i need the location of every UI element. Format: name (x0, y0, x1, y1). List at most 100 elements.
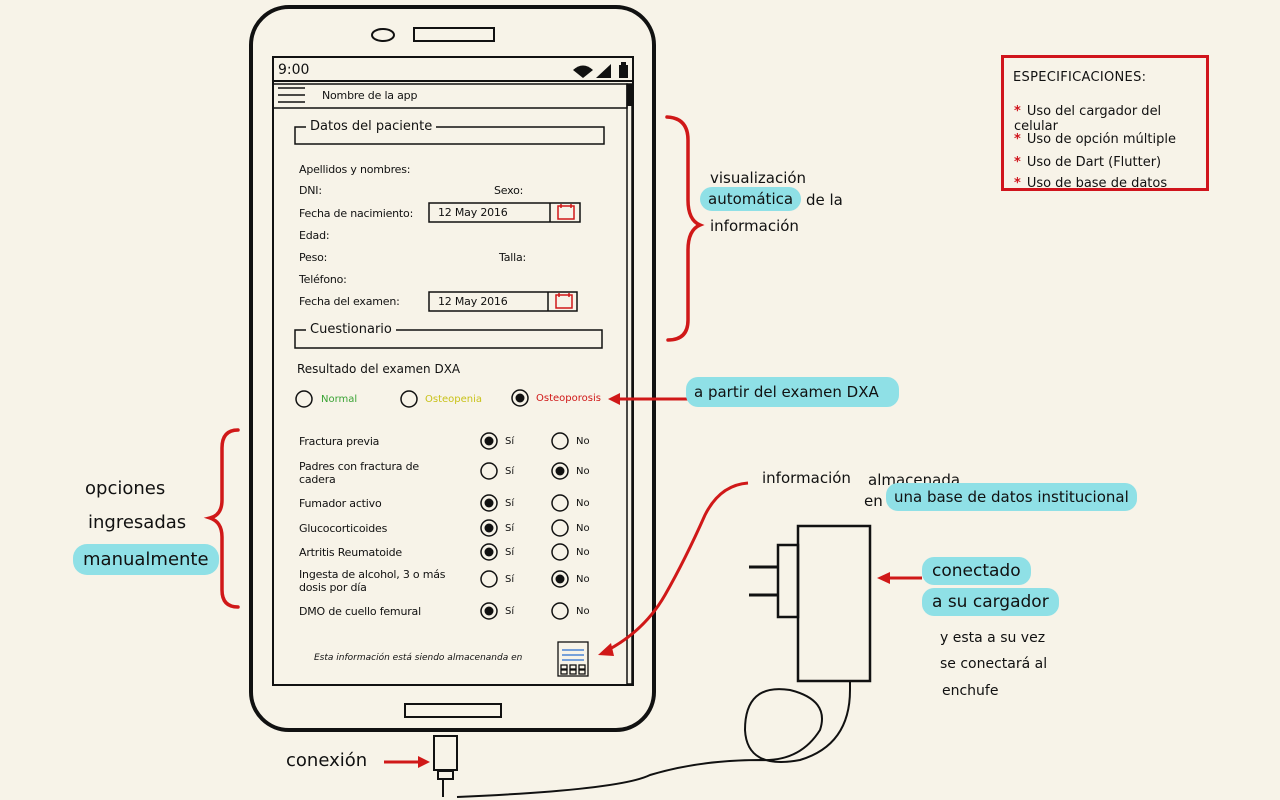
radio-selected-dot (555, 466, 565, 476)
radio-osteopenia[interactable] (400, 390, 418, 408)
note-auto-3: de la (806, 191, 843, 209)
questionnaire-section-box (294, 329, 603, 349)
radio-yes[interactable] (480, 494, 498, 512)
radio-yes[interactable] (480, 543, 498, 561)
no-label: No (576, 523, 590, 534)
phone-screen (272, 56, 634, 686)
no-label: No (576, 574, 590, 585)
note-charger-2: a su cargador (922, 588, 1059, 616)
radio-selected-dot (484, 523, 494, 533)
phone-speaker (413, 27, 495, 42)
radio-no[interactable] (551, 462, 569, 480)
database-icon[interactable] (557, 641, 589, 677)
option-normal[interactable]: Normal (321, 394, 358, 405)
home-button (404, 703, 502, 718)
no-label: No (576, 547, 590, 558)
question-label: Fumador activo (299, 497, 382, 510)
patient-section-box (294, 126, 605, 145)
radio-yes[interactable] (480, 462, 498, 480)
exam-date-value[interactable]: 12 May 2016 (438, 295, 508, 308)
specs-title: ESPECIFICACIONES: (1013, 70, 1147, 85)
label-birth-date: Fecha de nacimiento: (299, 207, 414, 220)
signal-icon (596, 64, 611, 78)
radio-no[interactable] (551, 432, 569, 450)
note-charger-1: conectado (922, 557, 1031, 585)
spec-item: *Uso de opción múltiple (1014, 132, 1176, 147)
note-charger-5: enchufe (942, 683, 999, 699)
app-name: Nombre de la app (322, 89, 418, 102)
radio-selected-dot (484, 606, 494, 616)
bracket-auto (665, 115, 705, 342)
radio-selected-dot (484, 498, 494, 508)
yes-label: Sí (505, 547, 515, 558)
storage-footer-text: Esta información está siendo almacenanda… (314, 653, 523, 663)
note-charger-3: y esta a su vez (940, 630, 1046, 646)
no-label: No (576, 498, 590, 509)
exam-date-field[interactable] (428, 291, 578, 312)
radio-selected-dot (555, 574, 565, 584)
radio-osteoporosis[interactable] (511, 389, 529, 407)
usb-connector (433, 735, 458, 771)
label-sex: Sexo: (494, 184, 524, 197)
question-label: Glucocorticoides (299, 522, 388, 535)
option-osteoporosis[interactable]: Osteoporosis (536, 393, 601, 404)
note-auto-4: información (710, 217, 799, 235)
radio-no[interactable] (551, 570, 569, 588)
menu-icon[interactable] (278, 87, 305, 103)
label-phone: Teléfono: (299, 273, 347, 286)
radio-selected-dot (484, 436, 494, 446)
status-time: 9:00 (278, 62, 310, 78)
yes-label: Sí (505, 498, 515, 509)
radio-selected-dot (484, 547, 494, 557)
birth-date-value[interactable]: 12 May 2016 (438, 206, 508, 219)
yes-label: Sí (505, 466, 515, 477)
battery-icon (619, 65, 628, 78)
birth-date-field[interactable] (428, 202, 581, 223)
note-stored-3: en (864, 492, 883, 510)
radio-no[interactable] (551, 494, 569, 512)
patient-section-title: Datos del paciente (306, 120, 437, 133)
wifi-icon (573, 65, 593, 78)
option-osteopenia[interactable]: Osteopenia (425, 394, 483, 405)
label-age: Edad: (299, 229, 330, 242)
arrow-connection (384, 756, 430, 768)
radio-yes[interactable] (480, 432, 498, 450)
calendar-icon[interactable] (555, 293, 573, 309)
cable (442, 680, 851, 798)
no-label: No (576, 606, 590, 617)
question-label: DMO de cuello femural (299, 605, 421, 618)
note-connection: conexión (286, 750, 368, 771)
radio-no[interactable] (551, 543, 569, 561)
question-label: Fractura previa (299, 435, 380, 448)
note-manual-3: manualmente (73, 544, 219, 575)
no-label: No (576, 466, 590, 477)
radio-yes[interactable] (480, 519, 498, 537)
radio-yes[interactable] (480, 602, 498, 620)
calendar-icon[interactable] (557, 204, 575, 220)
arrow-database (598, 481, 749, 656)
charger-neck (776, 543, 800, 619)
radio-no[interactable] (551, 519, 569, 537)
note-charger-4: se conectará al (940, 656, 1048, 672)
scrollbar[interactable] (626, 83, 633, 685)
spec-item: *Uso del cargador del celular (1014, 104, 1162, 134)
radio-yes[interactable] (480, 570, 498, 588)
phone-body (249, 5, 656, 732)
question-label: Ingesta de alcohol, 3 o más dosis por dí… (299, 568, 446, 594)
note-auto-1: visualización (710, 169, 807, 187)
note-auto-2: automática (700, 187, 802, 211)
radio-normal[interactable] (295, 390, 313, 408)
label-exam-date: Fecha del examen: (299, 295, 400, 308)
note-dxa: a partir del examen DXA (686, 377, 899, 407)
spec-item: *Uso de Dart (Flutter) (1014, 155, 1162, 170)
question-label: Artritis Reumatoide (299, 546, 402, 559)
arrow-charger (877, 572, 922, 584)
note-manual-2: ingresadas (88, 512, 187, 533)
note-stored-4: una base de datos institucional (886, 483, 1137, 511)
note-stored-1: información (762, 469, 851, 487)
question-label: Padres con fractura de cadera (299, 460, 419, 486)
yes-label: Sí (505, 574, 515, 585)
radio-no[interactable] (551, 602, 569, 620)
phone-camera (371, 28, 395, 42)
